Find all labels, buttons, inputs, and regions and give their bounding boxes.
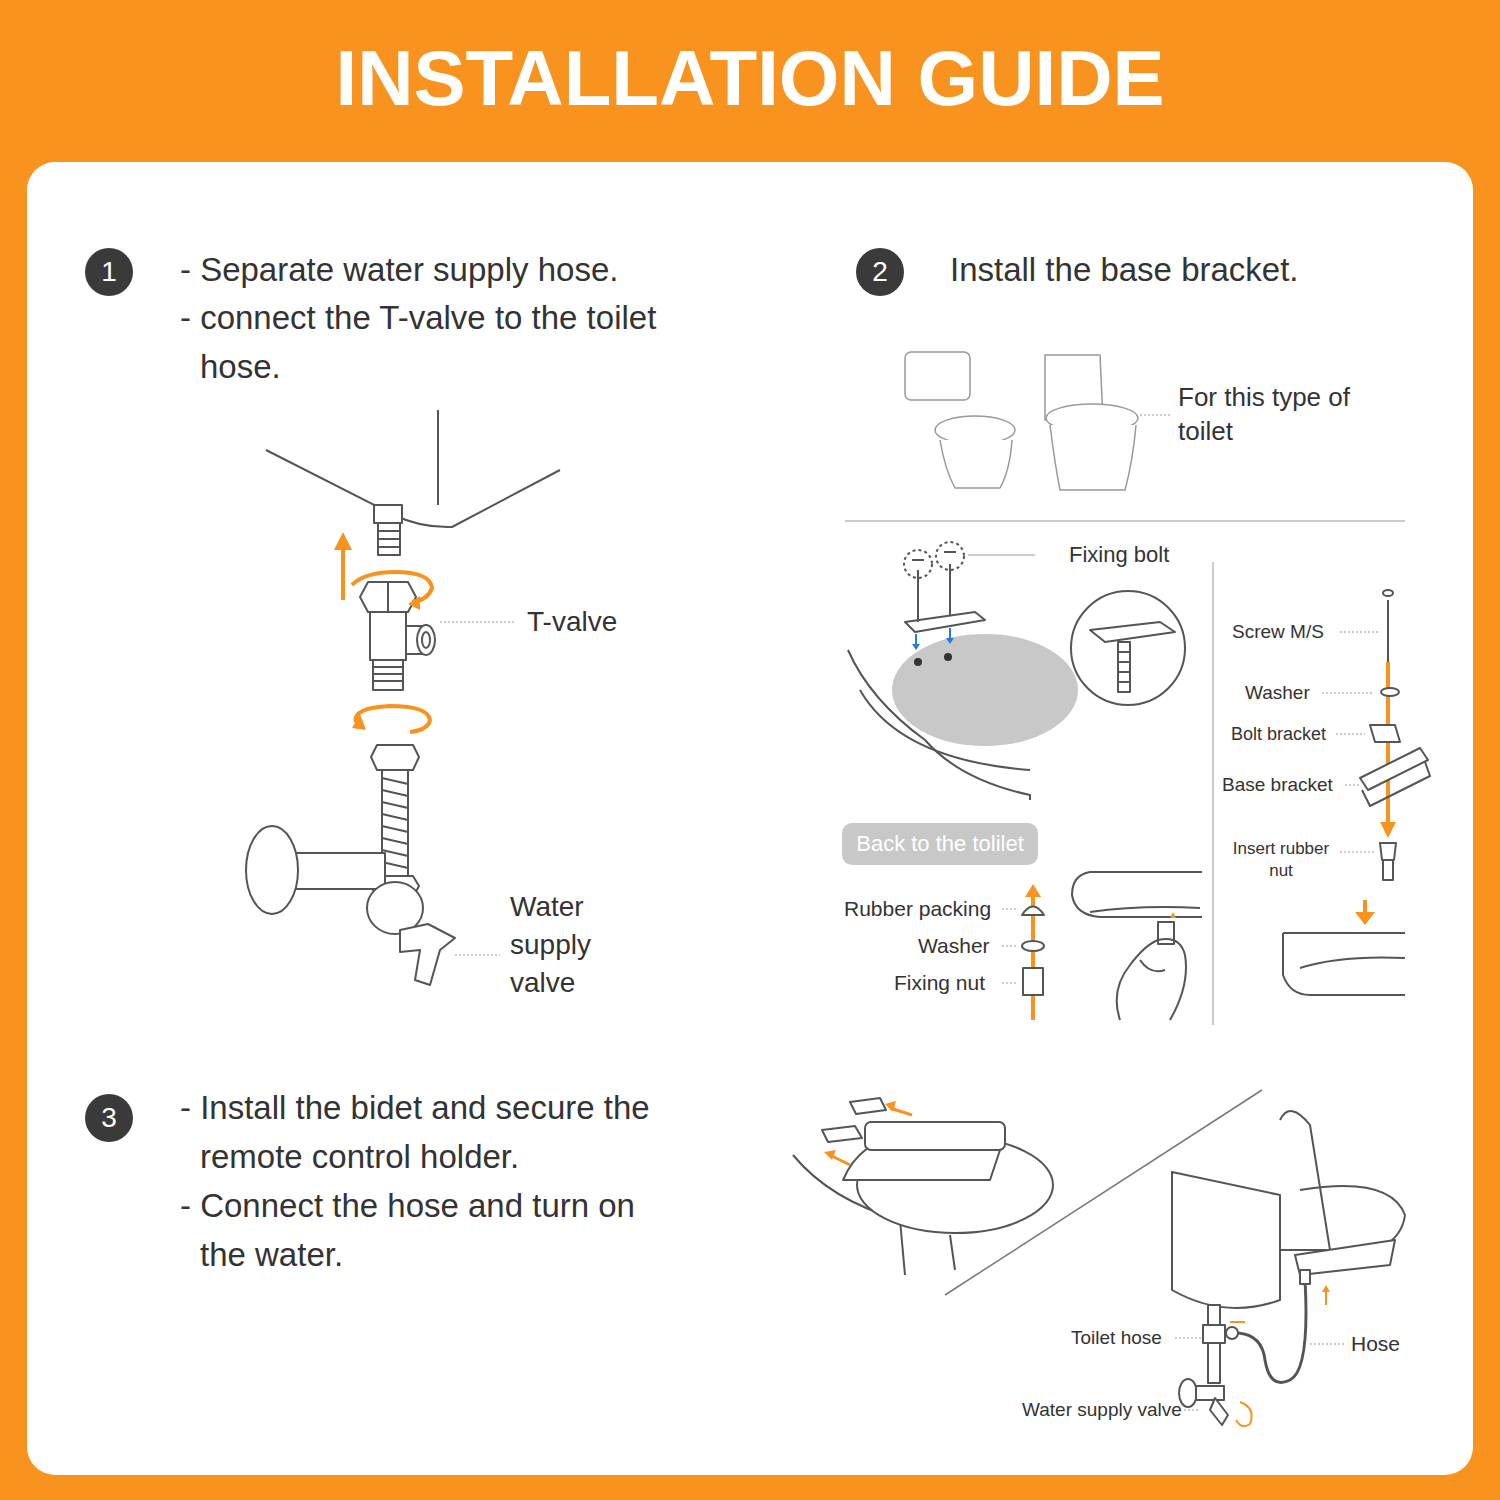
part-label: Bolt bracket	[1231, 721, 1326, 747]
part-label: Hose	[1351, 1330, 1400, 1358]
part-label: Water supply valve	[1022, 1397, 1182, 1423]
part-label: Toilet hose	[1071, 1325, 1162, 1351]
callout-number: 3	[101, 1103, 117, 1133]
step-text: - Install the bidet and secure the remot…	[180, 1083, 670, 1181]
step-text: - connect the T-valve to the toilet hose…	[180, 293, 660, 391]
step-number-circle: 2	[856, 248, 904, 296]
part-label: Fixing nut	[894, 969, 985, 997]
part-label: Rubber packing	[844, 895, 991, 923]
note-text: For this type of toilet	[1178, 380, 1368, 448]
part-label: Washer	[918, 932, 990, 960]
step-text: Install the base bracket.	[950, 245, 1299, 294]
part-label: Base bracket	[1222, 772, 1333, 798]
part-label: Washer	[1245, 680, 1310, 706]
part-label: Fixing bolt	[1069, 540, 1169, 570]
part-label: Insert rubber nut	[1222, 838, 1340, 882]
page-title: INSTALLATION GUIDE	[0, 28, 1500, 128]
part-label: Water supply valve	[510, 888, 620, 1002]
step-number-circle: 3	[85, 1094, 133, 1142]
callout-number: 2	[872, 257, 888, 287]
label-band: Back to the tolilet	[842, 823, 1038, 865]
step-number-circle: 1	[85, 248, 133, 296]
part-label: Screw M/S	[1232, 619, 1324, 645]
step-text: - Separate water supply hose.	[180, 245, 618, 294]
part-label: T-valve	[527, 604, 617, 640]
band-text: Back to the tolilet	[856, 831, 1024, 857]
step-text: - Connect the hose and turn on the water…	[180, 1181, 670, 1279]
callout-number: 1	[101, 257, 117, 287]
